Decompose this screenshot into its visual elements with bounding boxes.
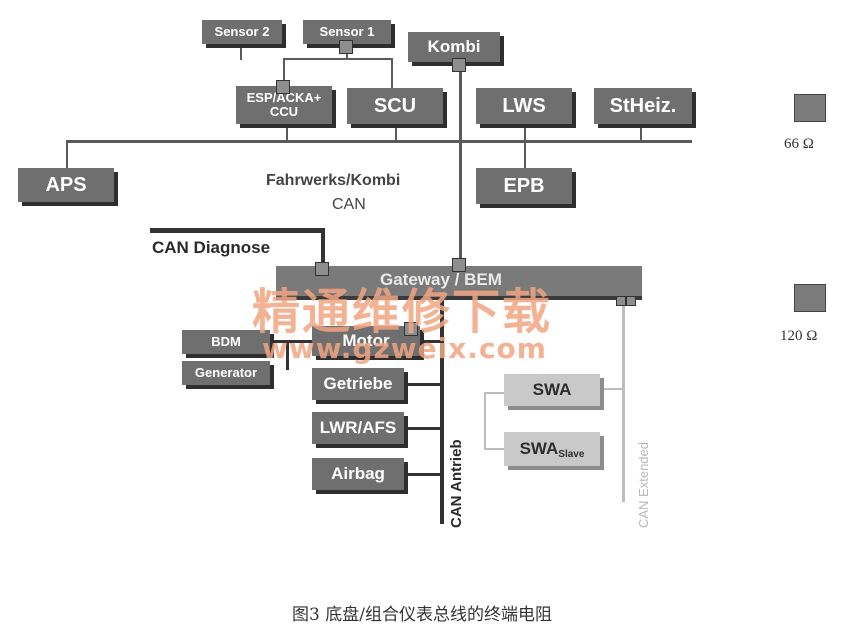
esp-drop — [286, 122, 288, 142]
legend-66-ohm-swatch — [794, 94, 826, 122]
gateway-bem-label: Gateway / BEM — [380, 270, 502, 289]
bdm-link — [272, 340, 312, 343]
swa-label: SWA — [532, 380, 572, 400]
can-extended-label: CAN Extended — [636, 442, 651, 528]
scu-box: SCU — [347, 88, 443, 124]
termination-kombi — [452, 58, 466, 72]
motor-link — [420, 340, 442, 343]
scu-bus-drop — [395, 124, 397, 142]
swa-box: SWA — [504, 374, 600, 406]
lwr-link — [404, 427, 442, 430]
scu-drop — [391, 58, 393, 98]
swa-slave-left-link — [484, 448, 504, 450]
esp-label-line2: CCU — [269, 104, 299, 119]
bdm-label: BDM — [211, 334, 241, 350]
can-antrieb-bus-line — [440, 300, 444, 524]
can-diagnose-bar — [150, 228, 325, 233]
sensor1-label: Sensor 1 — [319, 24, 375, 40]
epb-box: EPB — [476, 168, 572, 204]
motor-box: Motor — [312, 326, 420, 356]
can-diagnose-label: CAN Diagnose — [152, 238, 271, 257]
getriebe-label: Getriebe — [323, 374, 393, 394]
aps-box: APS — [18, 168, 114, 202]
sensor-bus-drop — [283, 58, 285, 98]
termination-gateway-extended-2 — [626, 296, 636, 306]
airbag-link — [404, 473, 442, 476]
aps-label: APS — [45, 173, 87, 196]
figure-caption: 图3 底盘/组合仪表总线的终端电阻 — [292, 605, 552, 625]
swa-slave-link — [484, 392, 486, 448]
sensor2-label: Sensor 2 — [214, 24, 270, 40]
termination-motor — [404, 322, 418, 336]
fahrwerks-kombi-label: Fahrwerks/Kombi — [266, 172, 401, 189]
sensor2-drop — [240, 46, 242, 60]
stheiz-label: StHeiz. — [609, 94, 677, 117]
generator-box: Generator — [182, 361, 270, 385]
legend-120-ohm-label: 120 Ω — [780, 328, 818, 344]
swa-left-link — [484, 392, 504, 394]
stheiz-drop — [640, 124, 642, 142]
esp-label-line1: ESP/ACKA+ — [246, 90, 322, 106]
termination-gateway-diagnose — [315, 262, 329, 276]
bdm-box: BDM — [182, 330, 270, 354]
lws-drop — [524, 124, 526, 142]
airbag-box: Airbag — [312, 458, 404, 490]
getriebe-link — [404, 383, 442, 386]
lws-label: LWS — [502, 94, 546, 117]
can-diagnose-drop — [321, 228, 325, 268]
epb-label: EPB — [503, 174, 545, 197]
generator-label: Generator — [194, 365, 258, 381]
stheiz-box: StHeiz. — [594, 88, 692, 124]
kombi-box: Kombi — [408, 32, 500, 62]
watermark-chinese: 精通维修下载 — [252, 284, 553, 340]
legend-120-ohm-swatch — [794, 284, 826, 312]
can-antrieb-label: CAN Antrieb — [448, 439, 465, 528]
kombi-label: Kombi — [427, 37, 481, 57]
kombi-trunk-line — [459, 64, 462, 264]
termination-esp — [276, 80, 290, 94]
sensor-bus-line — [283, 58, 393, 60]
lws-box: LWS — [476, 88, 572, 124]
fahrwerks-can-label: CAN — [332, 196, 366, 213]
epb-drop — [524, 140, 526, 170]
termination-sensor1 — [339, 40, 353, 54]
swa-slave-label: SWA — [519, 439, 559, 459]
sensor2-box: Sensor 2 — [202, 20, 282, 44]
can-extended-bus-line — [622, 306, 625, 502]
motor-label: Motor — [342, 331, 390, 351]
getriebe-box: Getriebe — [312, 368, 404, 400]
termination-gateway-extended-1 — [616, 296, 626, 306]
sensor1-box: Sensor 1 — [303, 20, 391, 44]
termination-gateway-kombi — [452, 258, 466, 272]
fahrwerks-can-bus-line — [66, 140, 692, 143]
scu-label: SCU — [373, 94, 417, 117]
lwr-afs-box: LWR/AFS — [312, 412, 404, 444]
lwr-afs-label: LWR/AFS — [319, 418, 397, 438]
aps-drop — [66, 140, 68, 170]
airbag-label: Airbag — [331, 464, 385, 484]
swa-link — [600, 388, 624, 390]
watermark-url: www.gzweix.com — [262, 332, 547, 365]
bdm-link-vertical — [286, 340, 289, 370]
legend-66-ohm-label: 66 Ω — [784, 136, 814, 152]
swa-slave-sublabel: Slave — [558, 448, 585, 460]
